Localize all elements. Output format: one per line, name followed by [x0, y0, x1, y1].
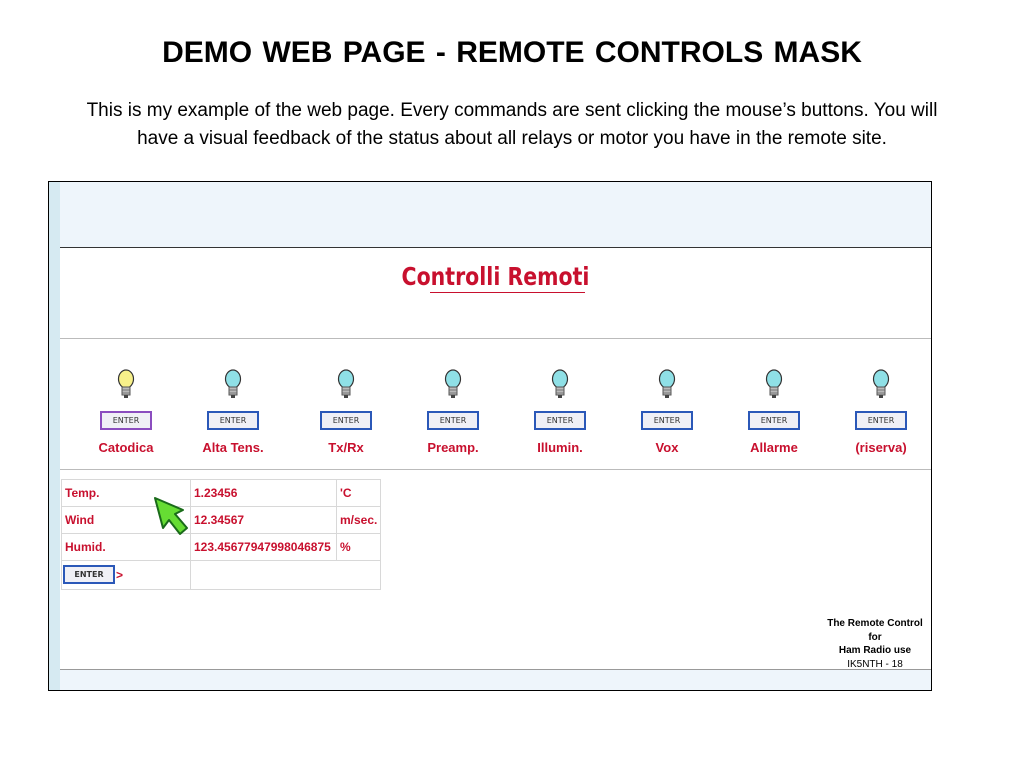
- sensor-name: Temp.: [61, 479, 191, 507]
- bulb-icon: [551, 369, 569, 398]
- bulb-icon: [117, 369, 135, 398]
- credit-line-3: Ham Radio use: [838, 645, 912, 656]
- submit-enter-button[interactable]: ENTER: [63, 565, 115, 584]
- enter-button-2[interactable]: ENTER: [320, 411, 372, 430]
- sensor-name: Humid.: [61, 533, 191, 561]
- bulb-icon: [872, 369, 890, 398]
- page-heading: Controlli Remoti: [401, 262, 590, 291]
- submit-suffix: >: [116, 568, 124, 582]
- enter-button-0[interactable]: ENTER: [100, 411, 152, 430]
- relay-label-7: (riserva): [855, 440, 907, 455]
- enter-button-4[interactable]: ENTER: [534, 411, 586, 430]
- heading-area: Controlli Remoti: [60, 248, 931, 339]
- bulb-icon: [224, 369, 242, 398]
- submit-row: ENTER>: [61, 560, 382, 590]
- frame-bottom-band: [60, 669, 931, 690]
- bulb-icon: [337, 369, 355, 398]
- sensor-value: 123.45677947998046875: [190, 533, 337, 561]
- table-row: Humid.123.45677947998046875%: [61, 533, 382, 561]
- enter-button-7[interactable]: ENTER: [855, 411, 907, 430]
- slide-description: This is my example of the web page. Ever…: [86, 100, 938, 149]
- relay-label-1: Alta Tens.: [202, 440, 264, 455]
- credit-line-4: IK5NTH - 18: [847, 658, 903, 670]
- sensor-value: 1.23456: [190, 479, 337, 507]
- relay-label-4: Illumin.: [537, 440, 583, 455]
- credit-block: The Remote Control for Ham Radio use IK5…: [800, 617, 950, 671]
- enter-button-1[interactable]: ENTER: [207, 411, 259, 430]
- relay-label-6: Allarme: [750, 440, 798, 455]
- sensor-unit: %: [335, 533, 382, 561]
- submit-cell: ENTER>: [61, 560, 191, 590]
- relay-label-2: Tx/Rx: [328, 440, 364, 455]
- heading-underline: [430, 292, 585, 293]
- enter-button-6[interactable]: ENTER: [748, 411, 800, 430]
- credit-line-2: for: [868, 631, 882, 643]
- relay-label-3: Preamp.: [427, 440, 479, 455]
- frame-top-band: [60, 182, 931, 248]
- relay-label-0: Catodica: [98, 440, 154, 455]
- relay-label-5: Vox: [655, 440, 679, 455]
- enter-button-5[interactable]: ENTER: [641, 411, 693, 430]
- bulb-icon: [765, 369, 783, 398]
- slide-title: DEMO WEB PAGE - REMOTE CONTROLS MASK: [162, 36, 862, 69]
- sensor-unit: m/sec.: [335, 506, 382, 534]
- sensor-unit: 'C: [335, 479, 382, 507]
- bulb-icon: [658, 369, 676, 398]
- enter-button-3[interactable]: ENTER: [427, 411, 479, 430]
- frame-left-strip: [49, 182, 60, 690]
- bulb-icon: [444, 369, 462, 398]
- empty-cell: [189, 560, 382, 590]
- relay-row: ENTER Catodica ENTER Alta Tens. ENTER Tx/Rx EN…: [60, 339, 931, 470]
- credit-line-1: The Remote Control: [827, 618, 923, 629]
- cursor-arrow-icon: [154, 497, 188, 535]
- sensor-value: 12.34567: [190, 506, 337, 534]
- table-row: Temp.1.23456'C: [61, 479, 382, 507]
